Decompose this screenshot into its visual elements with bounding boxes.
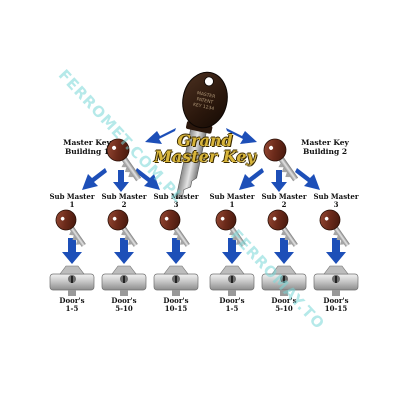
- grand-master-key-icon: MASTER PATENT KEY 1234: [175, 71, 228, 199]
- lock-cylinder-icon: [313, 265, 359, 296]
- lock-cylinder-icon: [49, 265, 95, 296]
- sub-master-label: Sub Master 1: [49, 192, 95, 210]
- lock-cylinder-icon: [209, 265, 255, 296]
- sub-master-label: Sub Master 1: [209, 192, 255, 210]
- arrow-down-left-to-master-1: [145, 128, 176, 144]
- arrow-m2-to-sub-3: [295, 168, 320, 190]
- arrow-m2-to-sub-1: [239, 168, 264, 190]
- sub-master-label: Sub Master 3: [153, 192, 199, 210]
- sub-master-key-icon: [159, 209, 190, 247]
- sub-master-label: Sub Master 3: [313, 192, 359, 210]
- door-label: Door's 5-10: [271, 296, 297, 314]
- arrow-m1-to-sub-2: [113, 170, 129, 192]
- engraving-line-1: MASTER: [196, 90, 215, 100]
- arrow-down-right-to-master-2: [226, 128, 257, 144]
- master-key-label-building-1: Master Key Building 1: [63, 138, 111, 156]
- sub-master-label: Sub Master 2: [101, 192, 147, 210]
- door-label: Door's 5-10: [111, 296, 137, 314]
- master-key-label-building-2: Master Key Building 2: [301, 138, 349, 156]
- door-label: Door's 1-5: [59, 296, 85, 314]
- sub-master-key-icon: [215, 209, 246, 247]
- sub-master-key-icon: [55, 209, 86, 247]
- door-label: Door's 10-15: [323, 296, 349, 314]
- lock-cylinders: [49, 265, 359, 296]
- sub-master-key-icon: [107, 209, 138, 247]
- arrow-m1-to-sub-1: [82, 168, 107, 190]
- engraving-line-3: KEY 1234: [192, 102, 214, 112]
- sub-master-key-icon: [319, 209, 350, 247]
- arrow-m1-to-sub-3: [135, 168, 160, 190]
- sub-master-label: Sub Master 2: [261, 192, 307, 210]
- door-label: Door's 10-15: [163, 296, 189, 314]
- sub-master-key-icons: [55, 209, 350, 247]
- grand-master-key-title: Grand Master Key: [150, 133, 260, 165]
- arrows: [62, 128, 346, 264]
- engraving-line-2: PATENT: [196, 96, 214, 105]
- title-line-1: Grand: [177, 131, 233, 150]
- arrows-sub-to-door: [62, 238, 346, 264]
- master-key-icon: [106, 138, 142, 182]
- arrow-m2-to-sub-2: [271, 170, 287, 192]
- lock-cylinder-icon: [153, 265, 199, 296]
- lock-cylinder-icon: [261, 265, 307, 296]
- title-line-2: Master Key: [154, 147, 256, 166]
- master-key-icon: [263, 138, 299, 182]
- sub-master-key-icon: [267, 209, 298, 247]
- lock-cylinder-icon: [101, 265, 147, 296]
- door-label: Door's 1-5: [219, 296, 245, 314]
